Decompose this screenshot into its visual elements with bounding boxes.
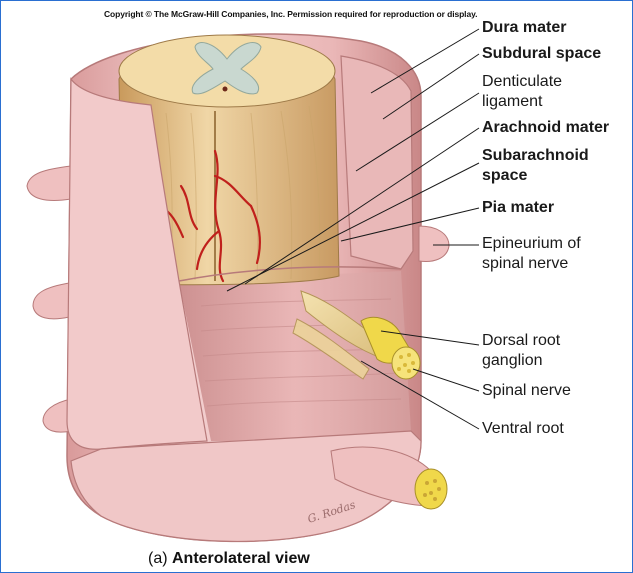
epineurium-right xyxy=(419,226,449,261)
figure-caption: (a) Anterolateral view xyxy=(148,550,310,568)
label-arachnoid-mater: Arachnoid mater xyxy=(482,118,609,138)
label-subarachnoid-space-line2: space xyxy=(482,166,527,186)
label-dorsal-root-ganglion-line1: Dorsal root xyxy=(482,331,560,351)
label-denticulate-ligament-line1: Denticulate xyxy=(482,72,562,92)
spinal-nerve-cross-section xyxy=(392,347,420,379)
label-spinal-nerve: Spinal nerve xyxy=(482,381,571,401)
label-subdural-space: Subdural space xyxy=(482,44,601,64)
label-subarachnoid-space-line1: Subarachnoid xyxy=(482,146,589,166)
spinal-nerve-stubs-left xyxy=(27,166,71,432)
label-epineurium-line2: spinal nerve xyxy=(482,254,568,274)
caption-prefix: (a) xyxy=(148,550,172,567)
label-epineurium-line1: Epineurium of xyxy=(482,234,581,254)
label-pia-mater: Pia mater xyxy=(482,198,554,218)
label-dorsal-root-ganglion-line2: ganglion xyxy=(482,351,543,371)
label-ventral-root: Ventral root xyxy=(482,419,564,439)
label-dura-mater: Dura mater xyxy=(482,18,566,38)
caption-view: Anterolateral view xyxy=(172,550,310,567)
label-denticulate-ligament-line2: ligament xyxy=(482,92,542,112)
